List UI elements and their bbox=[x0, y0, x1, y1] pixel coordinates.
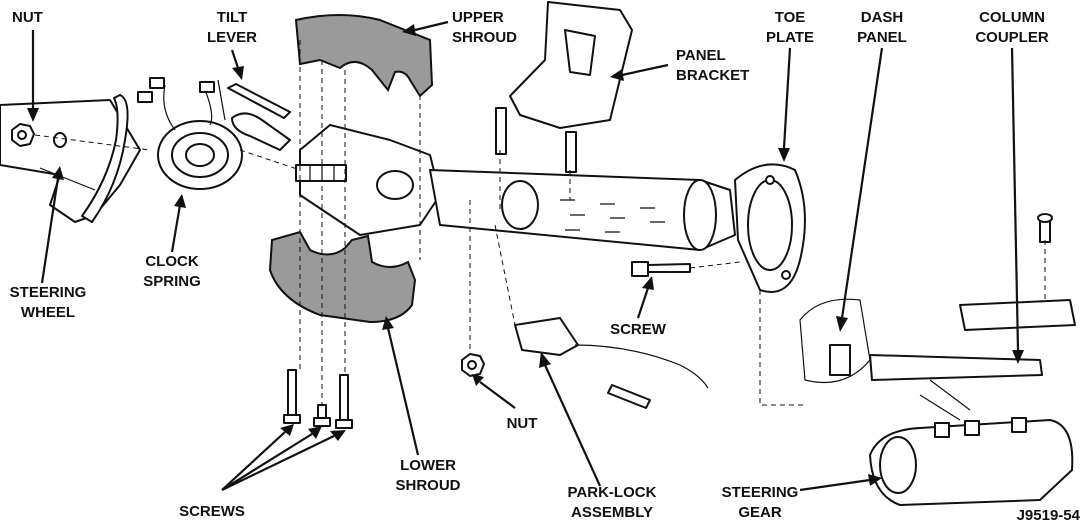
label-toe-plate-1: TOE bbox=[775, 9, 806, 26]
label-panel-bracket-1: PANEL bbox=[676, 47, 726, 64]
label-lower-shroud-2: SHROUD bbox=[395, 477, 460, 494]
label-steering-wheel-1: STEERING bbox=[10, 284, 87, 301]
screws bbox=[283, 369, 353, 429]
nut-top bbox=[11, 123, 35, 147]
label-clock-spring-1: CLOCK bbox=[145, 253, 198, 270]
column-coupler bbox=[869, 213, 1076, 381]
upper-shroud bbox=[294, 14, 434, 98]
label-steering-wheel-2: WHEEL bbox=[21, 304, 75, 321]
label-panel-bracket-2: BRACKET bbox=[676, 67, 749, 84]
leader-arrows bbox=[27, 20, 1024, 492]
panel-bracket bbox=[495, 1, 633, 173]
label-column-coupler-2: COUPLER bbox=[975, 29, 1049, 46]
park-lock-assembly bbox=[514, 317, 709, 409]
label-column-coupler-1: COLUMN bbox=[979, 9, 1045, 26]
nut-bottom bbox=[461, 353, 485, 377]
tilt-lever bbox=[227, 83, 291, 151]
clock-spring bbox=[137, 77, 243, 190]
label-dash-panel-1: DASH bbox=[861, 9, 904, 26]
dash-panel bbox=[799, 298, 871, 384]
steering-gear bbox=[869, 379, 1074, 506]
label-park-lock-2: ASSEMBLY bbox=[571, 504, 653, 521]
label-screw-mid: SCREW bbox=[610, 321, 667, 338]
label-upper-shroud-1: UPPER bbox=[452, 9, 504, 26]
label-tilt-lever-1: TILT bbox=[217, 9, 248, 26]
label-upper-shroud-2: SHROUD bbox=[452, 29, 517, 46]
lower-shroud bbox=[268, 230, 417, 324]
label-clock-spring-2: SPRING bbox=[143, 273, 201, 290]
label-screws: SCREWS bbox=[179, 503, 245, 520]
column-tube bbox=[429, 169, 736, 251]
labels: NUT TILT LEVER UPPER SHROUD PANEL BRACKE… bbox=[10, 9, 1081, 524]
label-park-lock-1: PARK-LOCK bbox=[568, 484, 657, 501]
label-lower-shroud-1: LOWER bbox=[400, 457, 456, 474]
label-steering-gear-1: STEERING bbox=[722, 484, 799, 501]
figure-id: J9519-54 bbox=[1017, 507, 1081, 524]
label-dash-panel-2: PANEL bbox=[857, 29, 907, 46]
label-nut-bottom: NUT bbox=[507, 415, 538, 432]
toe-plate bbox=[734, 163, 806, 293]
dashed-guides bbox=[34, 40, 1046, 406]
screw-mid bbox=[631, 261, 691, 277]
label-toe-plate-2: PLATE bbox=[766, 29, 814, 46]
label-steering-gear-2: GEAR bbox=[738, 504, 782, 521]
steering-wheel bbox=[0, 94, 141, 223]
column-head bbox=[295, 124, 441, 236]
label-tilt-lever-2: LEVER bbox=[207, 29, 257, 46]
label-nut-top: NUT bbox=[12, 9, 43, 26]
